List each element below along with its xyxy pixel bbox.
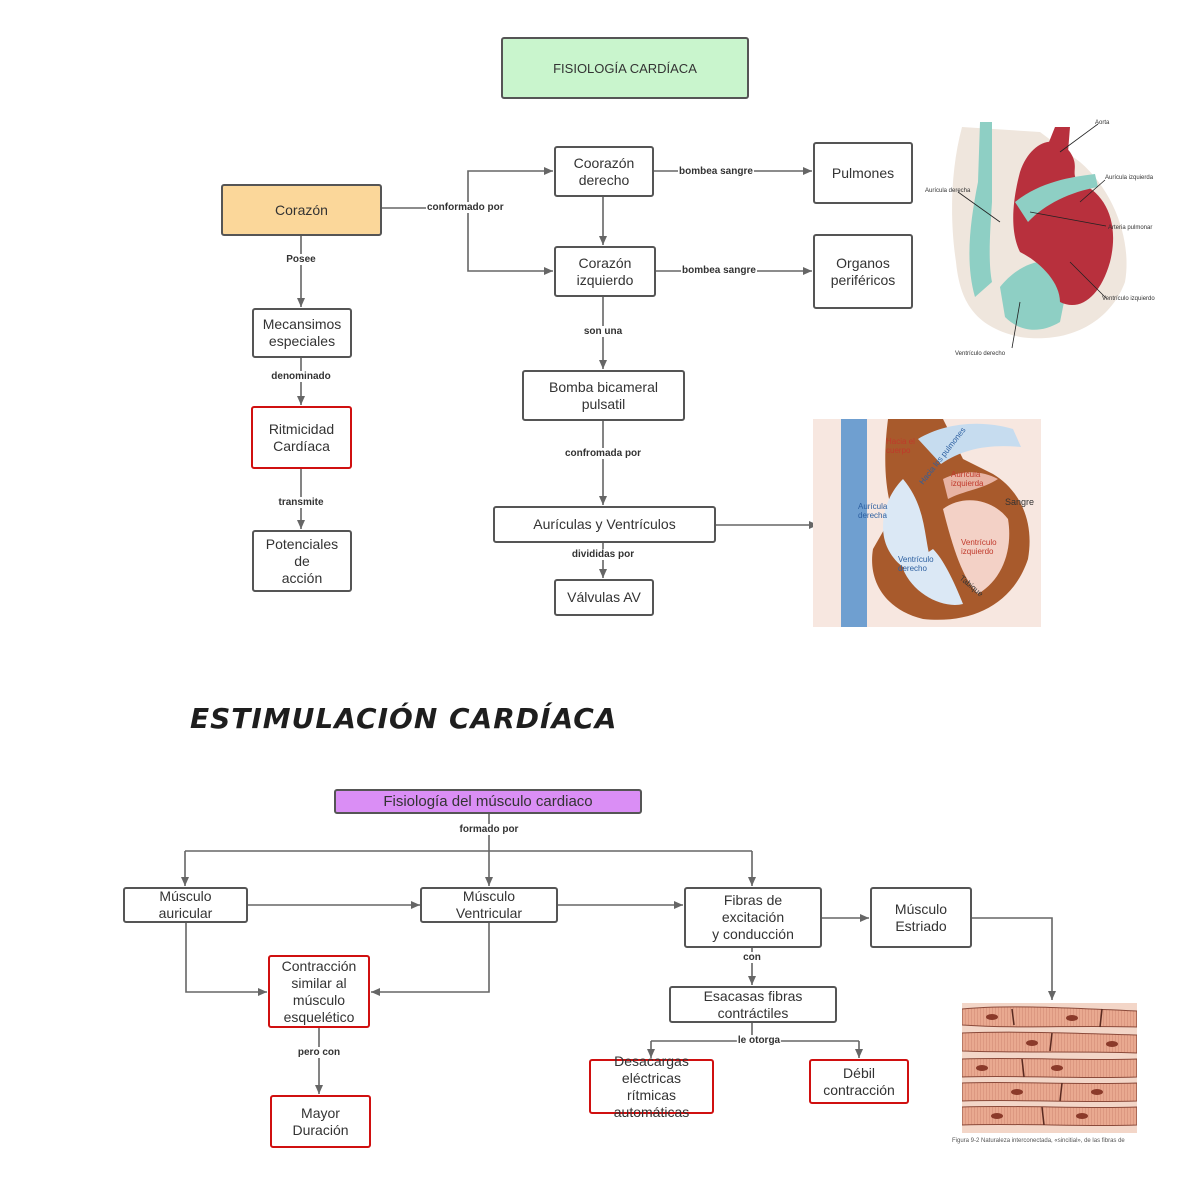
label-son-una: son una bbox=[582, 326, 624, 337]
label-divididas-por: divididas por bbox=[570, 549, 636, 560]
label-arteria-pulmonar: Arteria pulmonar bbox=[1108, 225, 1152, 231]
node-corazon-izquierdo: Corazón izquierdo bbox=[554, 246, 656, 297]
node-organos: Organos periféricos bbox=[813, 234, 913, 309]
label-transmite: transmite bbox=[277, 497, 325, 508]
edge-corazon-derecho bbox=[382, 167, 553, 209]
label-posee: Posee bbox=[285, 254, 317, 265]
label-auricula-derecha: Aurícula derecha bbox=[925, 188, 971, 194]
label-auricula-izquierda: Aurícula izquierda bbox=[1105, 175, 1154, 181]
node-pulmones: Pulmones bbox=[813, 142, 913, 204]
label-con: con bbox=[742, 952, 762, 963]
node-corazon-derecho: Coorazón derecho bbox=[554, 146, 654, 197]
label-ventriculo-izquierdo: Ventrículo izquierdo bbox=[1102, 296, 1155, 302]
label-ventriculo-derecho: Ventrículo derecho bbox=[955, 351, 1006, 357]
label-conformado-por: conformado por bbox=[426, 202, 505, 213]
node-corazon: Corazón bbox=[221, 184, 382, 236]
node-mayor-duracion: Mayor Duración bbox=[270, 1095, 371, 1148]
node-fibras-excitacion: Fibras de excitación y conducción bbox=[684, 887, 822, 948]
label-bombea-sangre-1: bombea sangre bbox=[678, 166, 754, 177]
label-conformada-por: confromada por bbox=[563, 448, 643, 459]
node-ritmicidad: Ritmicidad Cardíaca bbox=[251, 406, 352, 469]
node-valvulas: Válvulas AV bbox=[554, 579, 654, 616]
figure-caption: Figura 9-2 Naturaleza interconectada, «s… bbox=[952, 1138, 1125, 1144]
node-bomba: Bomba bicameral pulsatil bbox=[522, 370, 685, 421]
edge-ventricular-contraccion bbox=[371, 923, 490, 996]
edge-corazon-izquierdo bbox=[467, 208, 553, 275]
node-potenciales: Potenciales de acción bbox=[252, 530, 352, 592]
node-musculo-auricular: Músculo auricular bbox=[123, 887, 248, 923]
label-formado-por: formado por bbox=[458, 824, 520, 835]
node-mecanismos: Mecansimos especiales bbox=[252, 308, 352, 358]
node-escasas-fibras: Esacasas fibras contráctiles bbox=[669, 986, 837, 1023]
edge-auricular-contraccion bbox=[185, 923, 267, 996]
node-auriculas: Aurículas y Ventrículos bbox=[493, 506, 716, 543]
label-bombea-sangre-2: bombea sangre bbox=[681, 265, 757, 276]
heart-anatomy-diagram: Aorta Aurícula izquierda Aurícula derech… bbox=[920, 112, 1170, 362]
label-aorta: Aorta bbox=[1095, 120, 1110, 126]
node-fisiologia-musculo: Fisiología del músculo cardiaco bbox=[334, 789, 642, 814]
ill-sangre: Sangre bbox=[1005, 497, 1034, 507]
node-musculo-estriado: Músculo Estriado bbox=[870, 887, 972, 948]
title-fisiologia-cardiaca: FISIOLOGÍA CARDÍACA bbox=[501, 37, 749, 99]
label-pero-con: pero con bbox=[296, 1047, 342, 1058]
title-estimulacion-cardiaca: ESTIMULACIÓN CARDÍACA bbox=[190, 702, 618, 735]
node-musculo-ventricular: Músculo Ventricular bbox=[420, 887, 558, 923]
edge-estriado-image bbox=[972, 917, 1056, 1000]
node-contraccion: Contracción similar al músculo esqueléti… bbox=[268, 955, 370, 1028]
label-denominado: denominado bbox=[270, 371, 332, 382]
cardiac-muscle-fibers-image bbox=[962, 1003, 1137, 1133]
node-debil-contraccion: Débil contracción bbox=[809, 1059, 909, 1104]
node-descargas: Desacargas eléctricas rítmicas automátic… bbox=[589, 1053, 714, 1120]
label-le-otorga: le otorga bbox=[736, 1035, 782, 1046]
